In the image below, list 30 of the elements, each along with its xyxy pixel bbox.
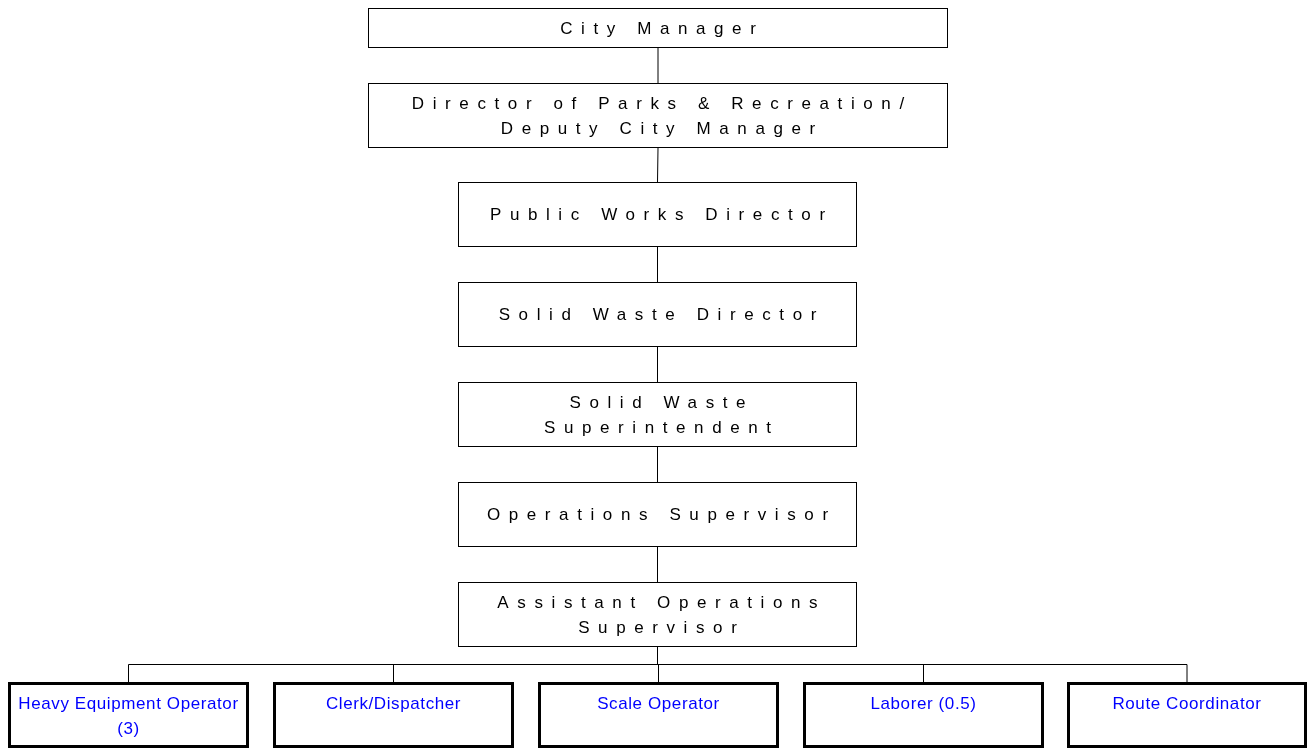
position-box xyxy=(8,682,249,748)
position-title: Public Works Director xyxy=(489,204,834,226)
role-box xyxy=(368,8,948,48)
position-box xyxy=(538,682,779,748)
connector-line xyxy=(657,246,658,283)
role-box xyxy=(458,582,857,647)
position-title: Route Coordinator xyxy=(1112,693,1262,715)
connector-line xyxy=(657,446,658,483)
position-title: Director of Parks & Recreation/ Deputy City Manager xyxy=(410,92,914,140)
role-box xyxy=(368,83,948,148)
connector-line xyxy=(657,147,659,183)
role-box xyxy=(458,282,857,347)
position-title: Solid Waste Superintendent xyxy=(542,391,781,439)
position-title: Solid Waste Director xyxy=(498,304,825,326)
position-box xyxy=(273,682,514,748)
position-box xyxy=(1067,682,1307,748)
position-title: Heavy Equipment Operator (3) xyxy=(17,693,240,740)
position-title: Assistant Operations Supervisor xyxy=(496,591,828,639)
connector-line xyxy=(657,346,658,383)
position-title: Scale Operator xyxy=(597,693,720,715)
role-box xyxy=(458,482,857,547)
position-box xyxy=(803,682,1044,748)
position-title: Operations Supervisor xyxy=(486,504,837,526)
position-title: Laborer (0.5) xyxy=(870,693,977,715)
role-box xyxy=(458,182,857,247)
connector-line xyxy=(657,546,658,583)
role-box xyxy=(458,382,857,447)
connector-line xyxy=(657,47,659,84)
position-title: Clerk/Dispatcher xyxy=(325,693,462,715)
position-title: City Manager xyxy=(560,17,765,40)
